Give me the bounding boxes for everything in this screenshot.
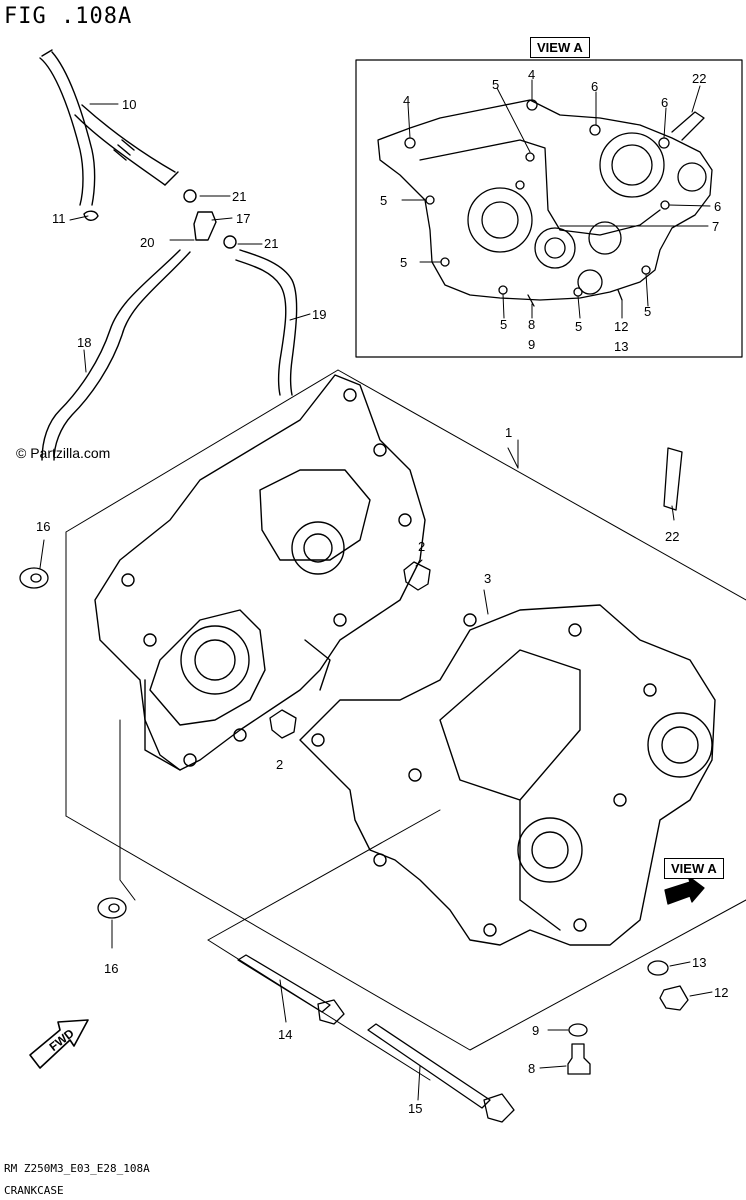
- callout-11: 11: [52, 211, 66, 226]
- callout-5: 5: [492, 77, 500, 92]
- callout-2: 2: [418, 539, 426, 554]
- inset-crankcase: [377, 99, 713, 307]
- callout-18: 18: [77, 335, 92, 350]
- callout-16: 16: [104, 961, 119, 976]
- callout-5: 5: [644, 304, 652, 319]
- callout-3: 3: [484, 571, 492, 586]
- callout-1: 1: [505, 425, 513, 440]
- callout-6: 6: [661, 95, 669, 110]
- callout-14: 14: [278, 1027, 293, 1042]
- callout-13: 13: [692, 955, 707, 970]
- view-a-label-inset: VIEW A: [530, 37, 590, 58]
- figure-title: FIG .108A: [4, 4, 133, 29]
- inset-leaders: [401, 79, 711, 319]
- main-leaders: [39, 103, 713, 1101]
- callout-7: 7: [712, 219, 720, 234]
- callout-2: 2: [276, 757, 284, 772]
- callout-10: 10: [122, 97, 137, 112]
- callout-15: 15: [408, 1101, 423, 1116]
- callout-13: 13: [614, 339, 629, 354]
- callout-22: 22: [692, 71, 707, 86]
- footer-code: RM Z250M3_E03_E28_108A: [4, 1162, 150, 1175]
- callout-20: 20: [140, 235, 155, 250]
- callout-9: 9: [528, 337, 536, 352]
- right-crankcase-half: [299, 604, 716, 946]
- callout-16: 16: [36, 519, 51, 534]
- callout-5: 5: [380, 193, 388, 208]
- callout-17: 17: [236, 211, 251, 226]
- callout-5: 5: [500, 317, 508, 332]
- callout-12: 12: [714, 985, 729, 1000]
- watermark: © Partzilla.com: [16, 445, 111, 461]
- callout-6: 6: [714, 199, 722, 214]
- callout-5: 5: [575, 319, 583, 334]
- callout-4: 4: [528, 67, 536, 82]
- callout-8: 8: [528, 317, 536, 332]
- view-a-label-main: VIEW A: [664, 858, 724, 879]
- callout-22: 22: [665, 529, 680, 544]
- left-crankcase-half: [94, 374, 426, 771]
- callout-6: 6: [591, 79, 599, 94]
- callout-21: 21: [232, 189, 247, 204]
- callout-12: 12: [614, 319, 629, 334]
- exploded-frame: [65, 369, 746, 1081]
- footer-name: CRANKCASE: [4, 1184, 64, 1197]
- callout-8: 8: [528, 1061, 536, 1076]
- view-a-inset-frame: [355, 59, 743, 358]
- small-parts: [19, 447, 705, 1123]
- callout-9: 9: [532, 1023, 540, 1038]
- hose-assembly: [39, 49, 298, 461]
- callout-5: 5: [400, 255, 408, 270]
- callout-4: 4: [403, 93, 411, 108]
- callout-21: 21: [264, 236, 279, 251]
- callout-19: 19: [312, 307, 327, 322]
